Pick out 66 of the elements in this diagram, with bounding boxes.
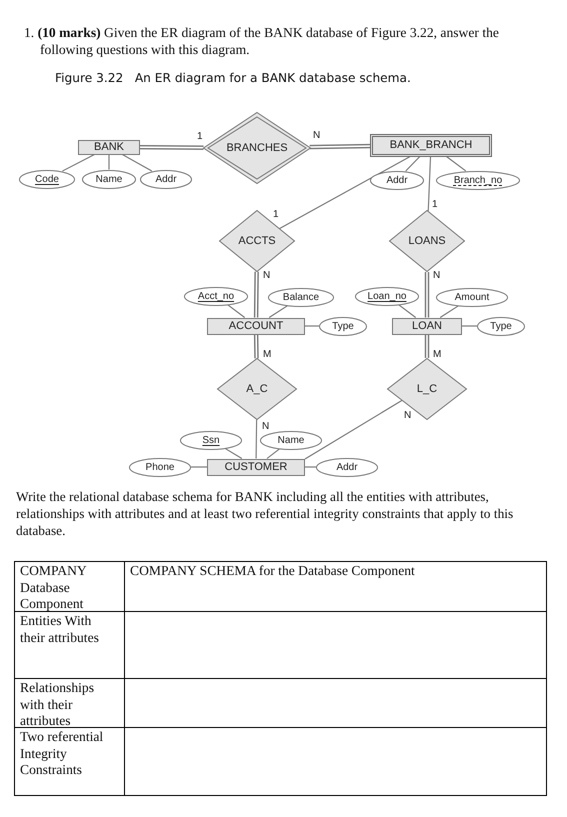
- double-line: [310, 144, 370, 150]
- cardinality-label: N: [312, 130, 322, 141]
- connector-line: [305, 466, 316, 468]
- attribute-ellipse: Addr: [370, 170, 424, 190]
- instruction-text: Write the relational database schema for BANK including all the entities with attributes, relationships with attributes and at least two referential integrity constraints that apply to this database.: [16, 488, 514, 539]
- relationship-diamond: A_C: [217, 358, 297, 420]
- connector-line: [398, 304, 416, 318]
- attribute-ellipse: Loan_no: [355, 286, 419, 306]
- row-header: COMPANY Database Component: [15, 562, 125, 612]
- attribute-ellipse: Ssn: [180, 430, 242, 450]
- attribute-ellipse: Type: [477, 316, 525, 336]
- cardinality-label: 1: [196, 131, 204, 142]
- cardinality-label: M: [432, 349, 442, 360]
- entity-box: BANK_BRANCH: [370, 134, 492, 156]
- column-header: COMPANY SCHEMA for the Database Component: [125, 562, 547, 612]
- attribute-ellipse: Addr: [316, 458, 378, 476]
- double-line: [254, 334, 259, 358]
- connector-line: [462, 325, 477, 327]
- cardinality-label: 1: [272, 209, 280, 220]
- connector-line: [279, 156, 410, 229]
- attribute-ellipse: Balance: [268, 288, 334, 306]
- cardinality-label: N: [261, 421, 270, 432]
- question-text: 1. (10 marks) Given the ER diagram of the BANK database of Figure 3.22, answer the following questions with this diagram.: [24, 24, 500, 58]
- connector-line: [122, 154, 152, 172]
- row-header: Entities With their attributes: [15, 612, 125, 679]
- connector-line: [224, 448, 242, 459]
- double-line: [424, 272, 430, 318]
- attribute-ellipse: Addr: [140, 170, 192, 188]
- attribute-ellipse: Code: [19, 170, 75, 188]
- attribute-ellipse: Name: [82, 170, 136, 188]
- entity-box: CUSTOMER: [207, 458, 305, 476]
- row-header: Relationships with their attributes: [15, 679, 125, 728]
- connector-line: [428, 156, 432, 212]
- double-line: [254, 272, 259, 318]
- relationship-diamond: LOANS: [389, 210, 465, 272]
- connector-line: [191, 466, 207, 468]
- connector-line: [305, 325, 319, 327]
- cardinality-label: N: [262, 270, 272, 281]
- connector-line: [256, 420, 258, 458]
- double-line: [424, 334, 430, 358]
- connector-line: [62, 154, 95, 172]
- connector-line: [108, 154, 110, 170]
- entity-box: ACCOUNT: [207, 318, 305, 334]
- entity-box: LOAN: [392, 318, 462, 334]
- connector-line: [304, 400, 402, 460]
- double-line: [140, 145, 204, 150]
- entity-box: BANK: [78, 140, 140, 154]
- attribute-ellipse: Type: [319, 316, 367, 336]
- figure-caption: Figure 3.22 An ER diagram for a BANK database schema.: [55, 71, 411, 85]
- cardinality-label: M: [262, 349, 272, 360]
- relationship-diamond: BRANCHES: [203, 112, 311, 184]
- row-header: Two referential Integrity Constraints: [15, 728, 125, 796]
- connector-line: [227, 304, 245, 318]
- attribute-ellipse: Name: [260, 430, 322, 450]
- connector-line: [440, 305, 459, 318]
- attribute-ellipse: Acct_no: [184, 286, 248, 306]
- connector-line: [266, 448, 280, 459]
- connector-line: [268, 305, 288, 318]
- attribute-ellipse: Phone: [129, 458, 191, 476]
- cardinality-label: N: [432, 270, 442, 281]
- connector-line: [405, 156, 420, 172]
- attribute-ellipse: Branch_no: [436, 170, 520, 190]
- attribute-ellipse: Amount: [436, 288, 508, 306]
- connector-line: [446, 156, 466, 172]
- cardinality-label: N: [403, 410, 412, 421]
- cardinality-label: 1: [431, 199, 439, 210]
